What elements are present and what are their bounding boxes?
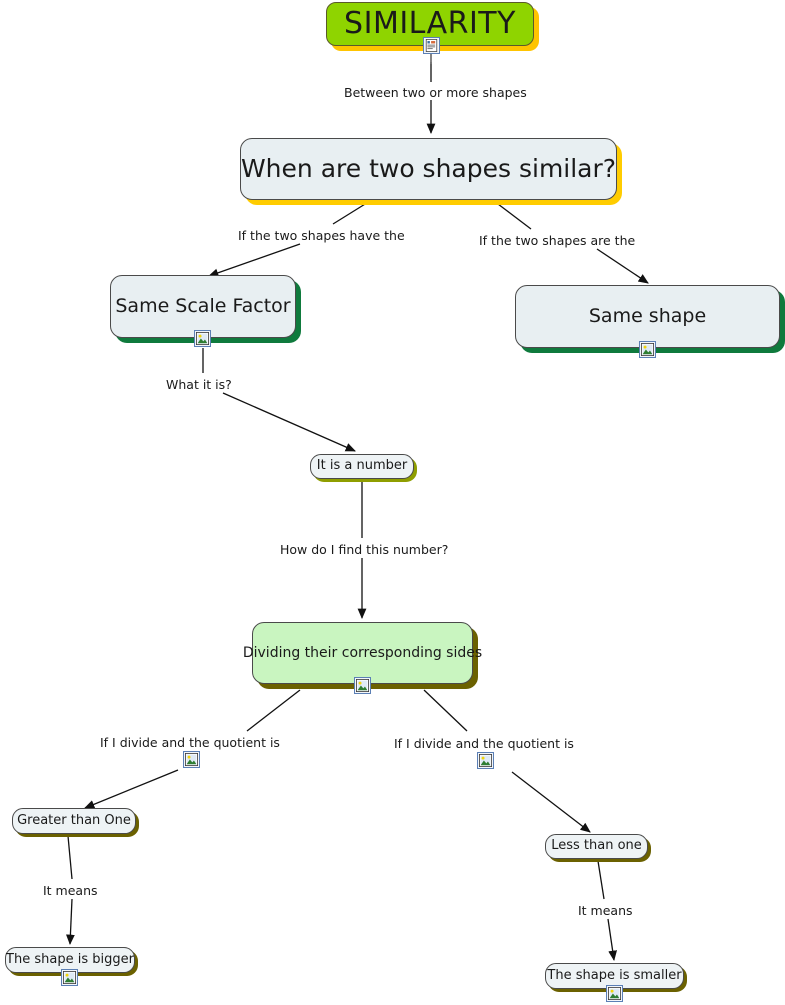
edge-dividing-label-right [423,689,468,732]
link-label-text: How do I find this number? [280,542,449,557]
image-icon[interactable] [639,341,656,358]
link-label-text: What it is? [166,377,232,392]
edge-when-similar-label-left [332,200,371,225]
node-less-than-one-label: Less than one [551,838,642,854]
edge-label-right-less [511,771,591,833]
node-greater-than-one-label: Greater than One [17,812,131,828]
node-when-similar-label: When are two shapes similar? [240,153,617,183]
link-label-it-means-right[interactable]: It means [578,903,633,918]
node-less-than-one[interactable]: Less than one [545,834,648,859]
edge-label-is-number [222,392,356,452]
node-the-shape-is-smaller[interactable]: The shape is smaller [545,963,684,989]
image-icon[interactable] [354,677,371,694]
edge-greater-label [67,835,73,880]
node-same-scale-factor[interactable]: Same Scale Factor [110,275,296,338]
image-icon[interactable] [183,751,200,768]
node-dividing-corresponding-sides[interactable]: Dividing their corresponding sides [243,622,482,684]
link-label-how-do-i-find-this-number[interactable]: How do I find this number? [280,542,448,557]
link-label-if-i-divide-quotient-right[interactable]: If I divide and the quotient is [394,736,574,751]
node-when-are-two-shapes-similar[interactable]: When are two shapes similar? [240,138,617,200]
link-label-if-two-shapes-are-the[interactable]: If the two shapes are the [479,233,635,248]
link-label-text: If the two shapes have the [238,228,405,243]
node-the-shape-is-smaller-label: The shape is smaller [547,967,682,983]
image-icon[interactable] [61,969,78,986]
edge-when-similar-label-right [493,200,532,230]
node-same-shape[interactable]: Same shape [515,285,780,348]
edge-label-bigger [65,898,75,946]
edge-label-right-same-shape [596,248,649,284]
link-label-text: If I divide and the quotient is [394,736,574,751]
node-the-shape-is-bigger[interactable]: The shape is bigger [5,947,135,973]
node-same-scale-factor-label: Same Scale Factor [115,294,291,317]
link-label-if-two-shapes-have-the[interactable]: If the two shapes have the [238,228,405,243]
edge-less-label [597,860,605,900]
node-similarity-label: SIMILARITY [344,5,516,41]
node-greater-than-one[interactable]: Greater than One [12,808,136,834]
link-label-it-means-left[interactable]: It means [43,883,98,898]
edge-dividing-label-left [246,689,301,732]
edge-label-left-same-scale [208,243,301,278]
link-label-text: Between two or more shapes [344,85,527,100]
link-label-what-it-is[interactable]: What it is? [166,377,232,392]
link-label-between-two-or-more-shapes[interactable]: Between two or more shapes [344,85,527,100]
edge-label-left-greater [84,769,179,809]
node-it-is-a-number[interactable]: It is a number [310,454,414,479]
node-same-shape-label: Same shape [588,304,707,327]
node-the-shape-is-bigger-label: The shape is bigger [6,951,134,967]
node-it-is-a-number-label: It is a number [316,458,408,474]
edge-label-smaller [607,918,618,962]
image-icon[interactable] [606,985,623,1002]
image-icon[interactable] [194,330,211,347]
link-label-text: It means [578,903,633,918]
node-dividing-label: Dividing their corresponding sides [242,644,483,661]
link-label-text: If the two shapes are the [479,233,636,248]
image-icon[interactable] [477,752,494,769]
document-icon[interactable] [423,37,440,54]
link-label-text: If I divide and the quotient is [100,735,280,750]
link-label-if-i-divide-quotient-left[interactable]: If I divide and the quotient is [100,735,280,750]
link-label-text: It means [43,883,98,898]
